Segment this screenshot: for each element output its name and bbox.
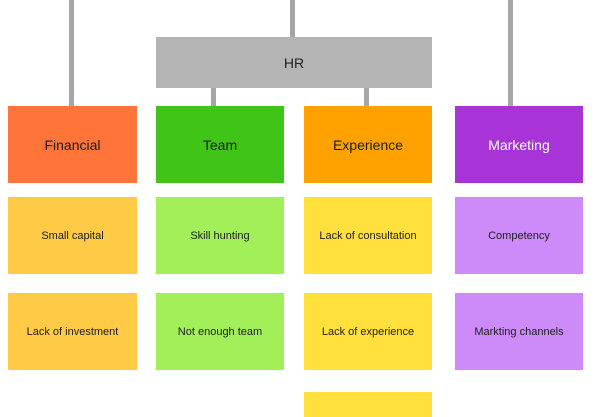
connector-marketing <box>508 0 513 106</box>
item-markting-channels-label: Markting channels <box>474 325 564 338</box>
item-lack-of-experience-label: Lack of experience <box>321 325 415 338</box>
item-lack-of-consultation-label: Lack of consultation <box>319 229 417 242</box>
category-financial-label: Financial <box>44 136 101 153</box>
connector-financial <box>69 0 74 106</box>
item-experience-partial <box>304 392 432 417</box>
item-not-enough-team: Not enough team <box>156 293 284 370</box>
item-lack-of-investment: Lack of investment <box>8 293 137 370</box>
category-team: Team <box>156 106 284 183</box>
item-not-enough-team-label: Not enough team <box>177 325 263 338</box>
hr-node: HR <box>156 37 432 88</box>
connector-hr-top <box>290 0 295 37</box>
category-experience-label: Experience <box>332 136 404 153</box>
item-lack-of-investment-label: Lack of investment <box>26 325 119 338</box>
item-lack-of-experience: Lack of experience <box>304 293 432 370</box>
category-marketing-label: Marketing <box>488 136 550 153</box>
category-financial: Financial <box>8 106 137 183</box>
item-skill-hunting-label: Skill hunting <box>190 229 250 242</box>
item-small-capital-label: Small capital <box>41 229 104 242</box>
category-marketing: Marketing <box>455 106 583 183</box>
hr-label: HR <box>283 54 305 71</box>
item-competency-label: Competency <box>488 229 550 242</box>
item-small-capital: Small capital <box>8 197 137 274</box>
item-markting-channels: Markting channels <box>455 293 583 370</box>
item-competency: Competency <box>455 197 583 274</box>
item-skill-hunting: Skill hunting <box>156 197 284 274</box>
connector-hr-experience <box>364 88 369 106</box>
connector-hr-team <box>211 88 216 106</box>
category-team-label: Team <box>202 136 238 153</box>
item-lack-of-consultation: Lack of consultation <box>304 197 432 274</box>
category-experience: Experience <box>304 106 432 183</box>
